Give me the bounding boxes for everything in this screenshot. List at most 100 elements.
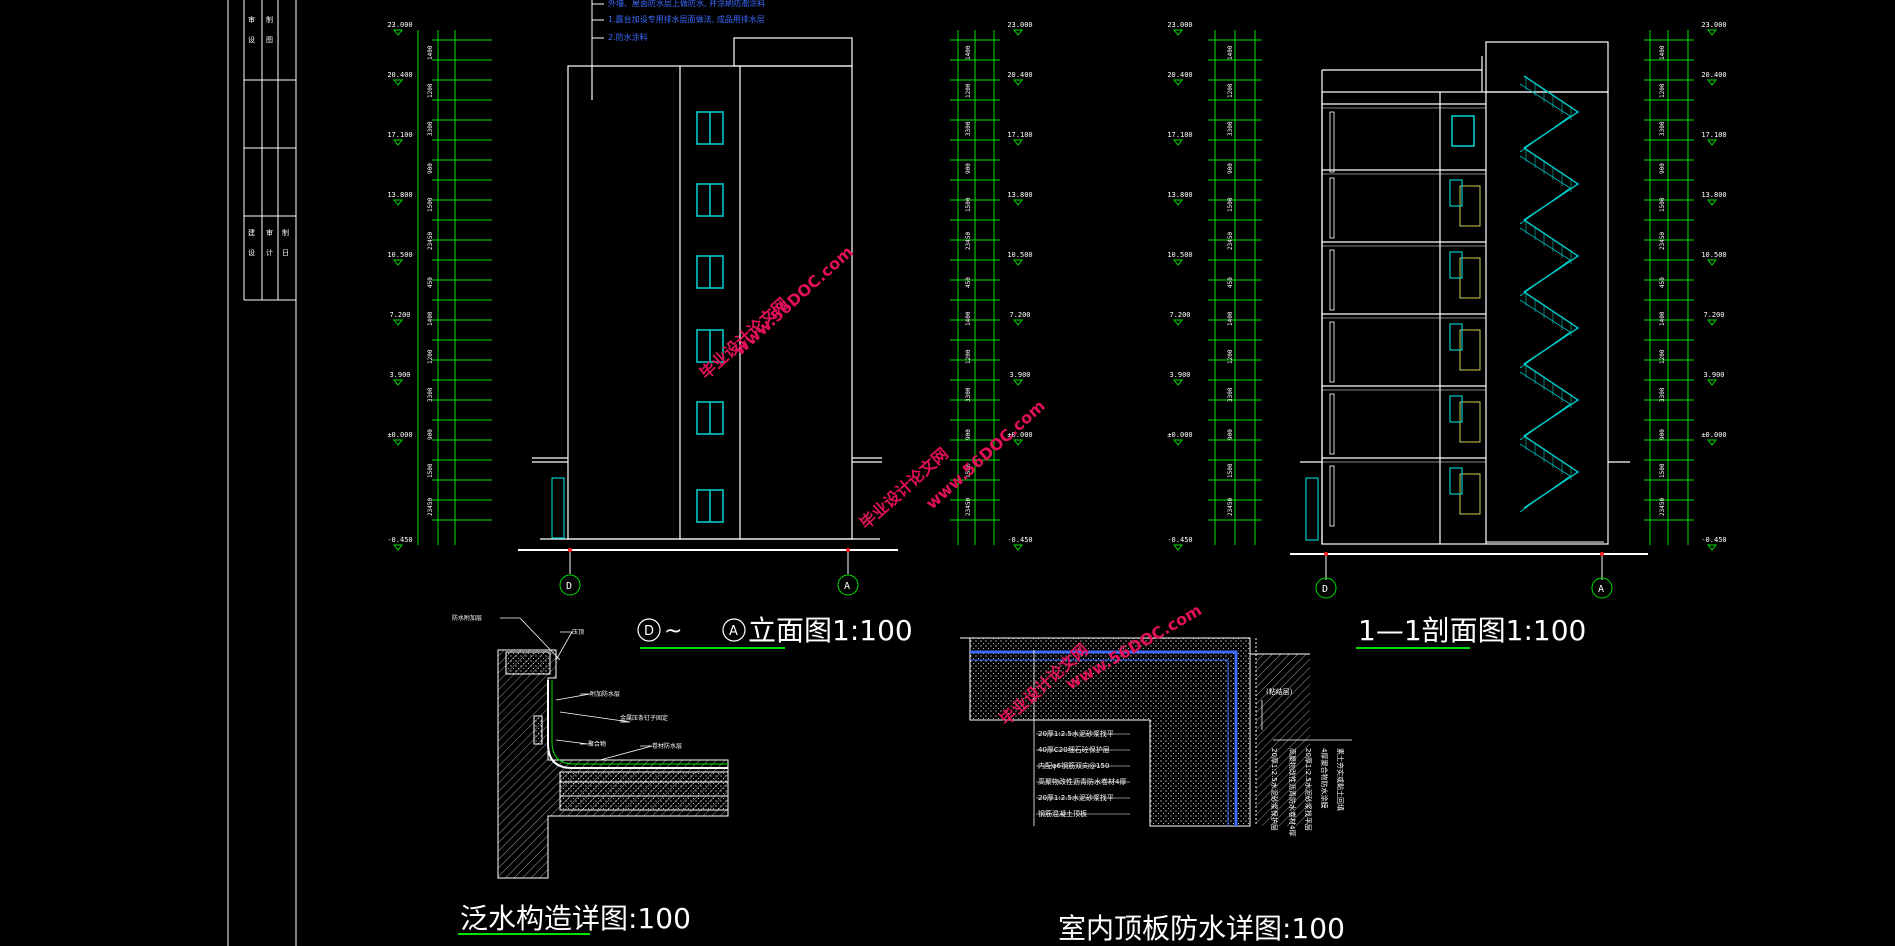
title-block [227, 0, 297, 946]
elevation-mark: 3.900 [1703, 371, 1724, 379]
level-symbol [1012, 259, 1024, 266]
roof-label: 钢筋混凝土顶板 [1038, 809, 1087, 818]
dim-value: 1500 [1227, 463, 1234, 478]
dim-value: 1200 [1227, 83, 1234, 98]
elevation-mark: 23.000 [1007, 21, 1032, 29]
roof-vertical-label: 高聚物改性沥青防水卷材4厚 [1288, 748, 1297, 836]
dim-value: 1200 [1659, 83, 1666, 98]
elevation-mark: 3.900 [389, 371, 410, 379]
dim-value: 1400 [1659, 45, 1666, 60]
level-symbol [1172, 259, 1184, 266]
level-symbol [1706, 544, 1718, 551]
stair-rail [1523, 291, 1580, 365]
elevation-mark: 7.200 [389, 311, 410, 319]
title-block-label: 日 [282, 249, 289, 257]
elevation-mark: ±0.000 [1701, 431, 1726, 439]
flashing-label: 附加防水层 [590, 690, 620, 698]
roof-label-lines [1036, 733, 1130, 815]
level-symbol [392, 79, 404, 86]
dim-value: 3300 [1659, 387, 1666, 402]
elevation-mark: ±0.000 [1167, 431, 1192, 439]
elevation-mark: 10.500 [1701, 251, 1726, 259]
level-symbol [392, 379, 404, 386]
title-block-label: 设 [248, 248, 255, 257]
level-symbol [1012, 29, 1024, 36]
elevation-left-dims [417, 30, 456, 545]
level-symbol [1706, 439, 1718, 446]
level-symbol [1172, 29, 1184, 36]
axis-bubble-a [837, 574, 859, 596]
dim-value: 1400 [1659, 311, 1666, 326]
dim-value: 1500 [427, 463, 434, 478]
level-symbol [392, 139, 404, 146]
dim-value: 3300 [965, 121, 972, 136]
dim-value: 900 [965, 163, 972, 174]
roof-vertical-label: 4厚聚合物防水涂膜 [1320, 748, 1329, 808]
stair-rail [1523, 147, 1580, 221]
dim-value: 1200 [427, 83, 434, 98]
axis-label-a: A [844, 581, 850, 592]
dim-value: 3300 [965, 387, 972, 402]
level-symbol [1172, 379, 1184, 386]
top-notes: 外墙、屋面防水层上做防水, 并涂刷防潮涂料 1.露台加设专用排水层面做法, 成品… [591, 0, 765, 100]
roof-label: 40厚C20细石砼保护层 [1038, 745, 1110, 754]
elevation-view: 23.00020.40017.10013.80010.5007.2003.900… [387, 21, 1033, 649]
roof-label: 20厚1:2.5水泥砂浆找平 [1038, 729, 1114, 738]
top-note: 1.露台加设专用排水层面做法, 成品用排水层 [608, 14, 765, 24]
level-symbol [1706, 319, 1718, 326]
elevation-mark: -0.450 [1167, 536, 1192, 544]
dim-value: 1200 [427, 349, 434, 364]
title-block-label: 建 [248, 228, 255, 237]
title-block-label: 制 [282, 228, 289, 237]
elevation-door [551, 477, 565, 539]
title-block-label: 制 [266, 15, 273, 24]
level-symbol [1706, 29, 1718, 36]
elevation-mark: 3.900 [1169, 371, 1190, 379]
dim-value: 1400 [427, 45, 434, 60]
dim-value: 450 [1659, 277, 1666, 288]
roof-label: (粘结层) [1266, 687, 1293, 696]
elevation-mark: 17.100 [1167, 131, 1192, 139]
dim-value: 450 [427, 277, 434, 288]
dim-value: 1500 [1227, 197, 1234, 212]
level-symbol [1012, 544, 1024, 551]
watermarks: www.56DOC.com 毕业设计论文网 www.56DOC.com 毕业设计… [696, 242, 1205, 729]
dim-value: 900 [1659, 429, 1666, 440]
roof-label: 内配φ6钢筋双向@150 [1038, 761, 1109, 770]
section-title: 1—1剖面图1:100 [1358, 614, 1586, 647]
title-block-label: 计 [266, 248, 273, 257]
dim-value: 1200 [1659, 349, 1666, 364]
flashing-label: 防水附加层 [452, 614, 482, 622]
level-symbol [1012, 79, 1024, 86]
level-symbol [1706, 139, 1718, 146]
stair-flight [1459, 257, 1481, 299]
level-symbol [1706, 199, 1718, 206]
section-axis-bubble-d [1315, 577, 1337, 599]
elevation-mark: 20.400 [1701, 71, 1726, 79]
elevation-left-ticks: 23.00020.40017.10013.80010.5007.2003.900… [387, 21, 492, 551]
elevation-mark: 23.000 [1701, 21, 1726, 29]
dim-value: 3300 [427, 387, 434, 402]
dim-value: 1400 [1227, 45, 1234, 60]
dim-value: 23450 [965, 498, 972, 516]
elevation-mark: 13.800 [1701, 191, 1726, 199]
elevation-mark: -0.450 [1701, 536, 1726, 544]
elevation-mark: 7.200 [1169, 311, 1190, 319]
dim-value: 900 [427, 163, 434, 174]
section-floors [1305, 103, 1486, 541]
elevation-title-axis-start: D [644, 624, 654, 639]
elevation-mark: -0.450 [1007, 536, 1032, 544]
flashing-label: 压顶 [572, 629, 584, 636]
dim-value: 1400 [427, 311, 434, 326]
elevation-mark: 10.500 [387, 251, 412, 259]
flashing-label: 卷材防水层 [652, 742, 682, 750]
elevation-mark: 13.800 [1167, 191, 1192, 199]
stair-flight [1459, 329, 1481, 371]
stair-rail [1523, 435, 1580, 509]
dim-value: 450 [965, 277, 972, 288]
level-symbol [392, 259, 404, 266]
axis-bubble-d [559, 574, 581, 596]
dim-value: 1400 [965, 311, 972, 326]
title-block-label: 图 [266, 36, 273, 44]
